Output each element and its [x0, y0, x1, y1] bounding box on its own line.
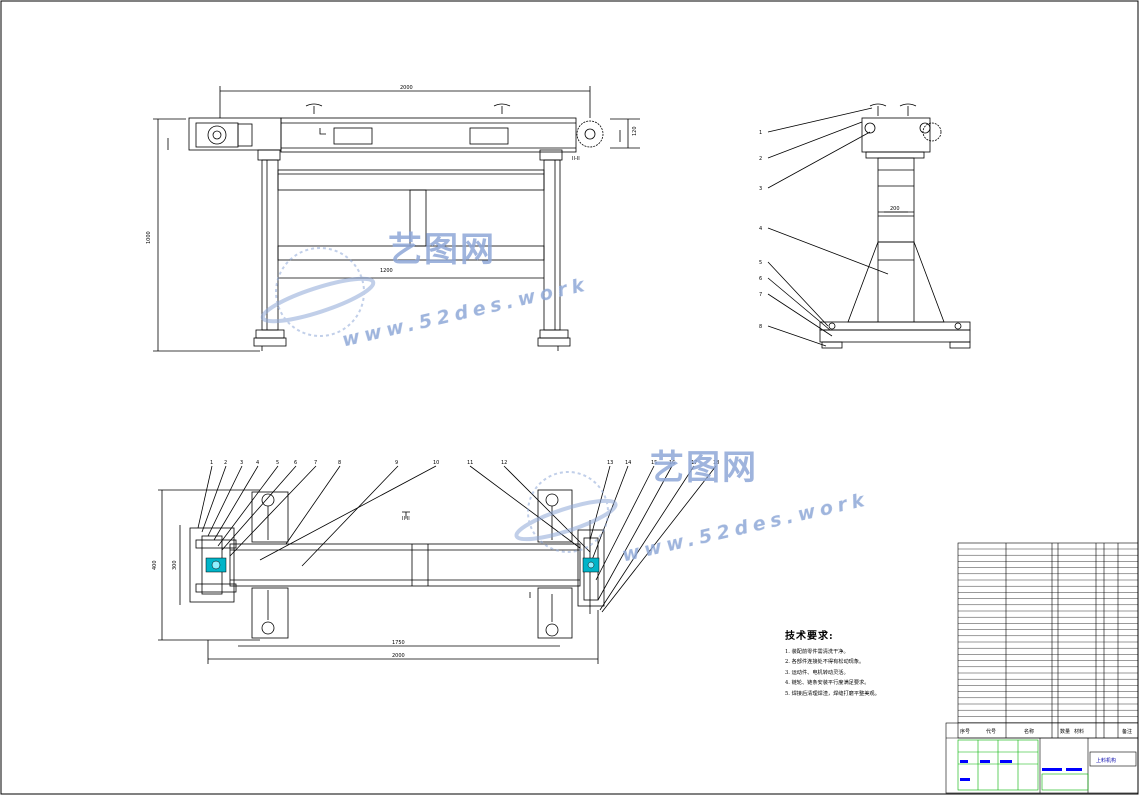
title-block: [945, 542, 1139, 794]
plan-leader-label: 11: [467, 460, 473, 466]
technical-note-item: 4. 链轮、链条安装平行度满足要求。: [785, 680, 870, 687]
technical-notes: 技术要求: 1. 装配前零件需清洗干净。 2. 各部件连接处不得有松动现象。 3…: [785, 627, 955, 699]
title-block-rows: [958, 548, 1138, 723]
plan-highlighted-parts: [205, 557, 600, 573]
watermark-brand: 艺图网: [388, 230, 496, 270]
front-height-dim: 1000: [146, 231, 152, 244]
plan-width-dim: 400: [152, 560, 158, 570]
plan-leader-label: 18: [713, 460, 719, 466]
side-leader-label: 4: [759, 226, 762, 232]
side-leader-label: 6: [759, 276, 762, 282]
plan-inner-width-dim: 300: [172, 560, 178, 570]
front-right-dim: 120: [632, 126, 638, 136]
title-block-header: 备注: [1122, 728, 1132, 735]
side-leader-label: 7: [759, 292, 762, 298]
technical-note-item: 5. 焊接后清理焊渣，焊缝打磨平整美观。: [785, 690, 880, 697]
front-inner-dim: 1200: [380, 268, 393, 274]
title-block-header: 数量: [1060, 728, 1070, 735]
plan-leader-label: 15: [651, 460, 657, 466]
plan-inner-length-dim: 1750: [392, 640, 405, 646]
technical-note-item: 3. 运动件、电机转动灵活。: [785, 669, 849, 676]
side-leader-label: 2: [759, 156, 762, 162]
plan-leader-label: 1: [210, 460, 213, 466]
technical-note-item: 2. 各部件连接处不得有松动现象。: [785, 659, 865, 666]
front-section-label: II-II: [572, 156, 580, 162]
plan-leader-label: 6: [294, 460, 297, 466]
plan-leader-label: 13: [607, 460, 613, 466]
plan-leader-label: 9: [395, 460, 398, 466]
plan-leader-label: 12: [501, 460, 507, 466]
drawing-name: 上料机构: [1096, 758, 1117, 764]
plan-leader-label: 2: [224, 460, 227, 466]
plan-leader-label: 14: [625, 460, 631, 466]
plan-section-mark: II-II: [402, 516, 410, 522]
side-leader-label: 3: [759, 186, 762, 192]
title-block-header: 代号: [986, 728, 996, 735]
front-length-dim: 2000: [400, 85, 413, 91]
plan-leader-label: 4: [256, 460, 259, 466]
technical-notes-title: 技术要求:: [785, 631, 834, 642]
plan-leader-label: 10: [433, 460, 439, 466]
title-block-colored: [957, 739, 1137, 791]
technical-note-item: 1. 装配前零件需清洗干净。: [785, 649, 849, 655]
title-block-header: 材料: [1074, 728, 1084, 735]
side-view-leader-labels: 1 2 3 4 5 6 7 8: [759, 130, 762, 330]
title-block-header: 名称: [1024, 728, 1034, 735]
watermark-brand: 艺图网: [650, 448, 758, 488]
plan-leader-label: 8: [338, 460, 341, 466]
plan-leader-label: 5: [276, 460, 279, 466]
side-leader-label: 5: [759, 260, 762, 266]
side-view: [767, 103, 971, 349]
title-block-header: 序号: [960, 728, 970, 735]
plan-leader-label: 7: [314, 460, 317, 466]
side-leader-label: 8: [759, 324, 762, 330]
plan-view: [158, 465, 717, 664]
side-width-dim: 200: [890, 206, 900, 212]
plan-length-dim: 2000: [392, 653, 405, 659]
plan-leader-label: 3: [240, 460, 243, 466]
front-view: [153, 86, 640, 352]
plan-leader-labels: 1 2 3 4 5 6 7 8 9 10 11 12 13 14 15 16 1…: [210, 460, 719, 466]
title-block-headers: 序号 代号 名称 数量 材料 备注: [960, 728, 1132, 735]
plan-leader-label: 16: [669, 460, 675, 466]
plan-leader-label: 17: [691, 460, 697, 466]
side-leader-label: 1: [759, 130, 762, 136]
